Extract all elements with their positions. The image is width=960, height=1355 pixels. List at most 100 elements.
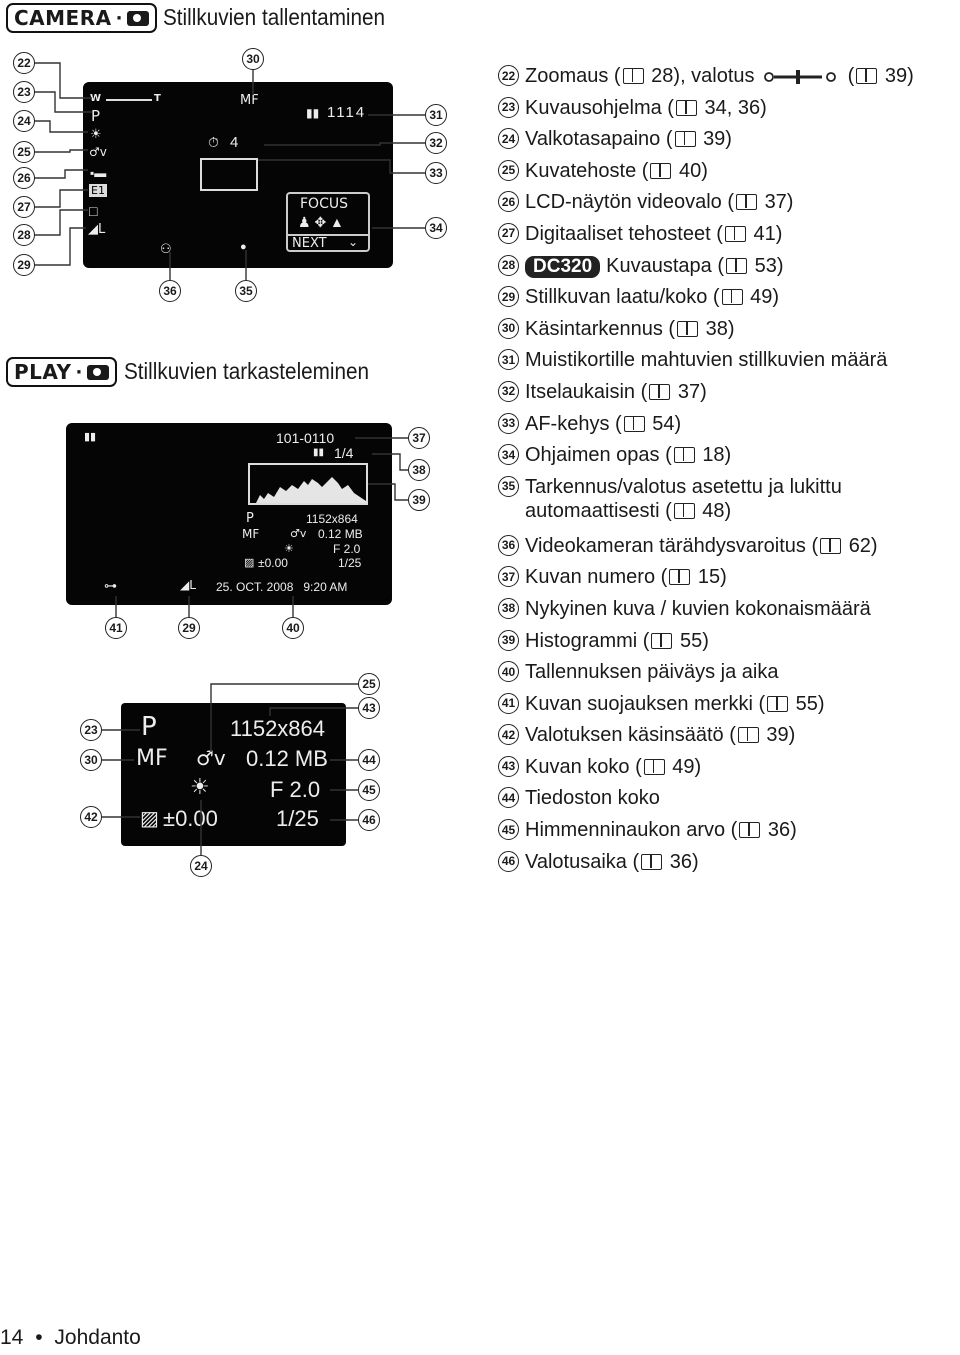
legend-text: Tiedoston koko xyxy=(525,787,660,810)
legend-ref: 40) xyxy=(678,159,708,182)
manual-focus-indicator: MF xyxy=(242,527,260,541)
manual-focus-indicator: MF xyxy=(136,746,168,771)
camera-icon xyxy=(126,10,149,26)
legend-text: Valotuksen käsinsäätö ( xyxy=(525,724,736,747)
callout-22: 22 xyxy=(13,52,35,74)
callout-46: 46 xyxy=(358,809,380,831)
legend-text: Muistikortille mahtuvien stillkuvien mää… xyxy=(525,349,888,372)
legend-number: 37 xyxy=(498,566,519,588)
book-icon xyxy=(767,695,789,712)
legend-number: 35 xyxy=(498,475,519,497)
legend-ref: 37) xyxy=(677,380,707,403)
remaining-shots: 1114 xyxy=(327,104,367,121)
legend-text: Kuvan koko ( xyxy=(525,755,642,778)
exposure-icon: ▨ xyxy=(244,557,255,569)
legend-text: LCD-näytön videovalo ( xyxy=(525,191,734,214)
callout-24: 24 xyxy=(13,110,35,132)
callout-28: 28 xyxy=(13,224,35,246)
zoom-w-label: W xyxy=(90,93,102,104)
callout-30b: 30 xyxy=(80,749,102,771)
joystick-arrows-icon: ♟ ✥ ▲ xyxy=(298,214,344,230)
aperture-value: F 2.0 xyxy=(270,777,321,802)
quality-l-label: L xyxy=(98,222,106,237)
legend-ref: 36) xyxy=(669,850,699,873)
book-icon xyxy=(739,822,761,839)
legend-text: Kuvaustapa ( xyxy=(606,254,725,277)
aperture-value: F 2.0 xyxy=(333,542,361,556)
book-icon xyxy=(820,537,842,554)
legend-number: 39 xyxy=(498,629,519,651)
camera-mode-label: CAMERA xyxy=(14,6,112,30)
book-icon xyxy=(623,415,645,432)
callout-39: 39 xyxy=(408,489,430,511)
manual-focus-indicator: MF xyxy=(240,93,259,108)
drive-mode-icon: □ xyxy=(89,203,98,219)
callout-27: 27 xyxy=(13,196,35,218)
legend-text: Tarkennus/valotus asetettu ja lukittu xyxy=(525,475,842,498)
legend-ref: 54) xyxy=(652,412,682,435)
legend-ref: 34, 36) xyxy=(704,96,767,119)
program-p-indicator: P xyxy=(141,712,157,742)
legend-text: Ohjaimen opas ( xyxy=(525,444,672,467)
program-p-indicator: P xyxy=(91,107,101,125)
legend-ref: 28), valotus xyxy=(651,65,755,87)
zoom-bar-icon: W T xyxy=(90,93,170,105)
camera-mode-badge: CAMERA · xyxy=(6,3,157,33)
book-icon xyxy=(669,569,691,586)
callout-37: 37 xyxy=(408,427,430,449)
legend-number: 41 xyxy=(498,692,519,714)
callout-31: 31 xyxy=(425,104,447,126)
callout-26: 26 xyxy=(13,167,35,189)
exposure-value: ±0.00 xyxy=(258,556,288,570)
next-label: NEXT xyxy=(292,236,327,251)
book-icon xyxy=(674,131,696,148)
legend-number: 27 xyxy=(498,222,519,244)
legend-number: 22 xyxy=(498,65,519,86)
legend-ref: 39) xyxy=(766,724,796,747)
callout-32: 32 xyxy=(425,132,447,154)
callout-42: 42 xyxy=(80,806,102,828)
legend-text: Kuvatehoste ( xyxy=(525,159,649,182)
legend-text: Tallennuksen päiväys ja aika xyxy=(525,661,779,684)
book-icon xyxy=(856,68,878,84)
book-icon xyxy=(641,853,663,870)
self-timer-icon: ⏱ xyxy=(208,134,219,150)
camera-icon xyxy=(86,364,109,380)
legend-text: Himmenninaukon arvo ( xyxy=(525,819,738,842)
callout-44: 44 xyxy=(358,749,380,771)
quality-l-label: L xyxy=(189,578,196,592)
file-size: 0.12 MB xyxy=(246,746,328,771)
legend-number: 26 xyxy=(498,191,519,213)
card-icon: ▮▮ xyxy=(306,106,320,120)
card-icon: ▮▮ xyxy=(313,447,325,458)
legend-ref: 18) xyxy=(702,444,732,467)
book-icon xyxy=(673,502,695,519)
digital-effect-icon: E1 xyxy=(89,184,107,197)
next-arrow-icon: ⌄ xyxy=(348,235,359,249)
image-counter: 1/4 xyxy=(334,445,354,461)
card-icon-small: ▮▮ xyxy=(84,431,97,443)
legend-item: 22 Zoomaus ( 28), valotus ( 39) xyxy=(498,64,958,96)
section-title-recording: Stillkuvien tallentaminen xyxy=(163,4,386,30)
legend-text-line2: automaattisesti ( xyxy=(525,499,672,522)
book-icon xyxy=(643,758,665,775)
image-number: 101-0110 xyxy=(276,430,335,446)
playback-screen xyxy=(66,423,392,605)
play-mode-label: PLAY xyxy=(14,360,72,384)
self-timer-value: 4 xyxy=(230,134,239,151)
legend-ref: 53) xyxy=(754,254,784,277)
callout-34: 34 xyxy=(425,217,447,239)
book-icon xyxy=(677,320,699,337)
mode-separator-dot: · xyxy=(115,7,123,29)
image-size: 1152x864 xyxy=(306,512,358,526)
book-icon xyxy=(721,289,743,306)
section-title-playback: Stillkuvien tarkasteleminen xyxy=(124,358,370,384)
image-effect-icon: ♂v xyxy=(290,527,307,540)
